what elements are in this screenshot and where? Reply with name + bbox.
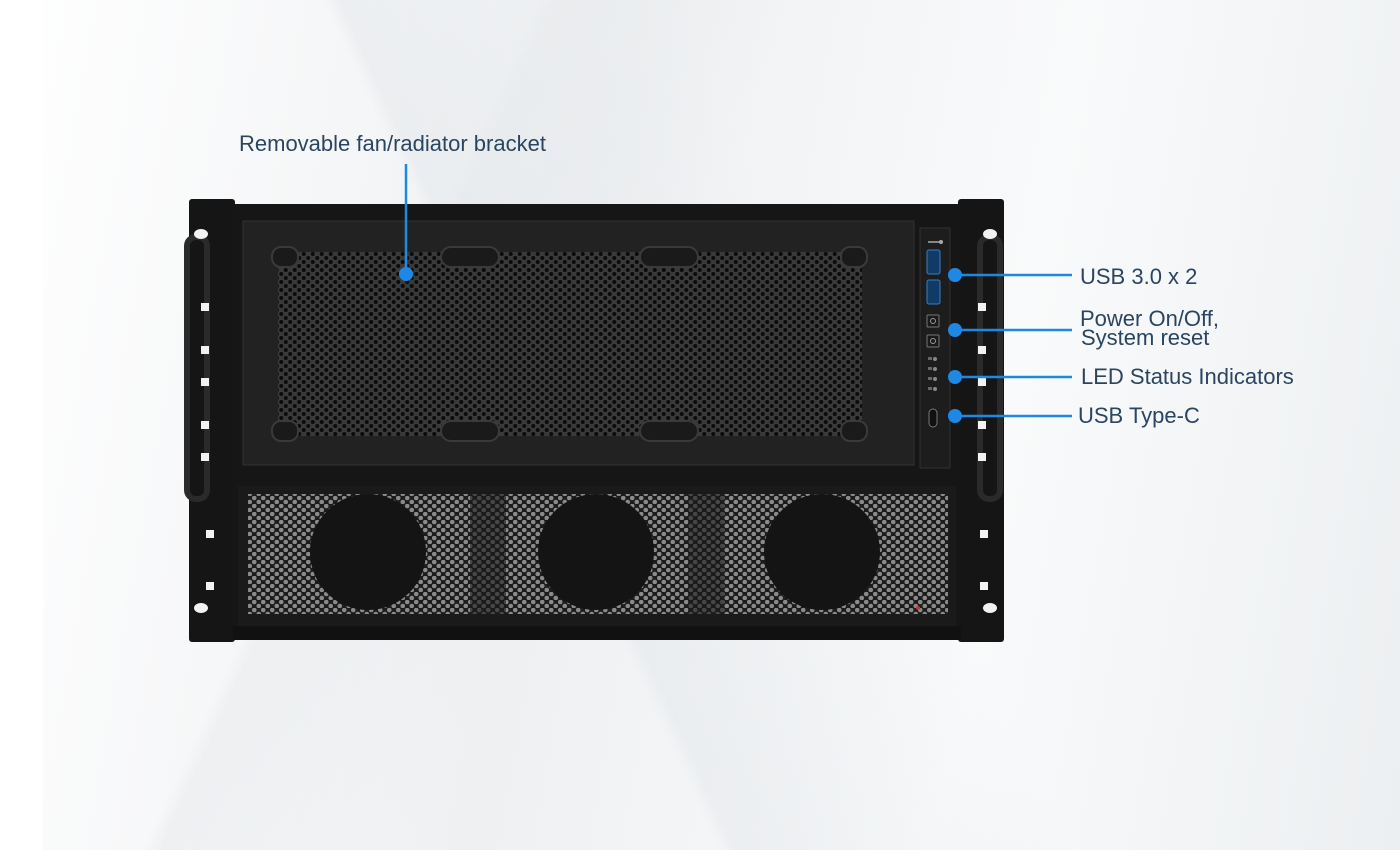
label-usb3: USB 3.0 x 2 [1080, 264, 1198, 289]
label-fan-bracket: Removable fan/radiator bracket [239, 131, 546, 156]
fan-bracket-panel [242, 220, 915, 466]
label-reset: System reset [1081, 325, 1210, 350]
callout-usb3 [948, 268, 1072, 282]
fan-3 [764, 494, 880, 610]
callout-power [948, 323, 1072, 337]
usb-icon [928, 240, 943, 244]
fan-2 [538, 494, 654, 610]
front-io-panel [919, 227, 951, 469]
usb3-port-1[interactable] [926, 249, 941, 275]
label-usbc: USB Type-C [1078, 403, 1200, 428]
background-left-strip [0, 0, 43, 850]
left-rack-ear [184, 199, 235, 642]
reset-button[interactable] [926, 334, 940, 348]
usb-c-port[interactable] [928, 408, 938, 428]
right-rack-ear [958, 199, 1004, 642]
callout-usbc [948, 409, 1072, 423]
lower-fan-grille [238, 486, 956, 626]
callout-fan-bracket [399, 164, 413, 281]
label-power: Power On/Off, [1080, 306, 1219, 331]
label-led: LED Status Indicators [1081, 364, 1294, 389]
led-indicators [928, 357, 937, 391]
callout-led [948, 370, 1072, 384]
usb3-port-2[interactable] [926, 279, 941, 305]
fan-1 [310, 494, 426, 610]
power-button[interactable] [926, 314, 940, 328]
